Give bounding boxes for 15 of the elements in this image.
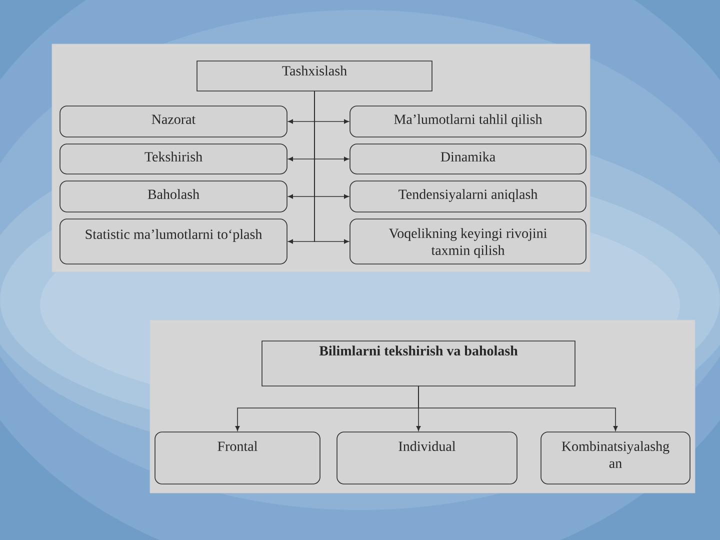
process-box: Tekshirish [60,144,288,174]
process-box: Tendensiyalarni aniqlash [350,180,586,212]
process-box: Kombinatsiyalashg an [540,432,690,484]
title-box: Tashxislash [196,60,432,92]
process-box: Statistic ma’lumotlarni to‘plash [60,218,288,264]
process-box: Dinamika [350,144,586,174]
process-box: Frontal [154,432,320,484]
process-box: Voqelikning keyingi rivojini taxmin qilish [350,218,586,264]
process-box: Individual [336,432,518,484]
process-box: Baholash [60,180,288,212]
process-box: Ma’lumotlarni tahlil qilish [350,106,586,138]
arrow [314,90,349,244]
process-box: Nazorat [60,106,288,138]
arrow [418,386,618,431]
title-box: Bilimlarni tekshirish va baholash [262,340,576,386]
